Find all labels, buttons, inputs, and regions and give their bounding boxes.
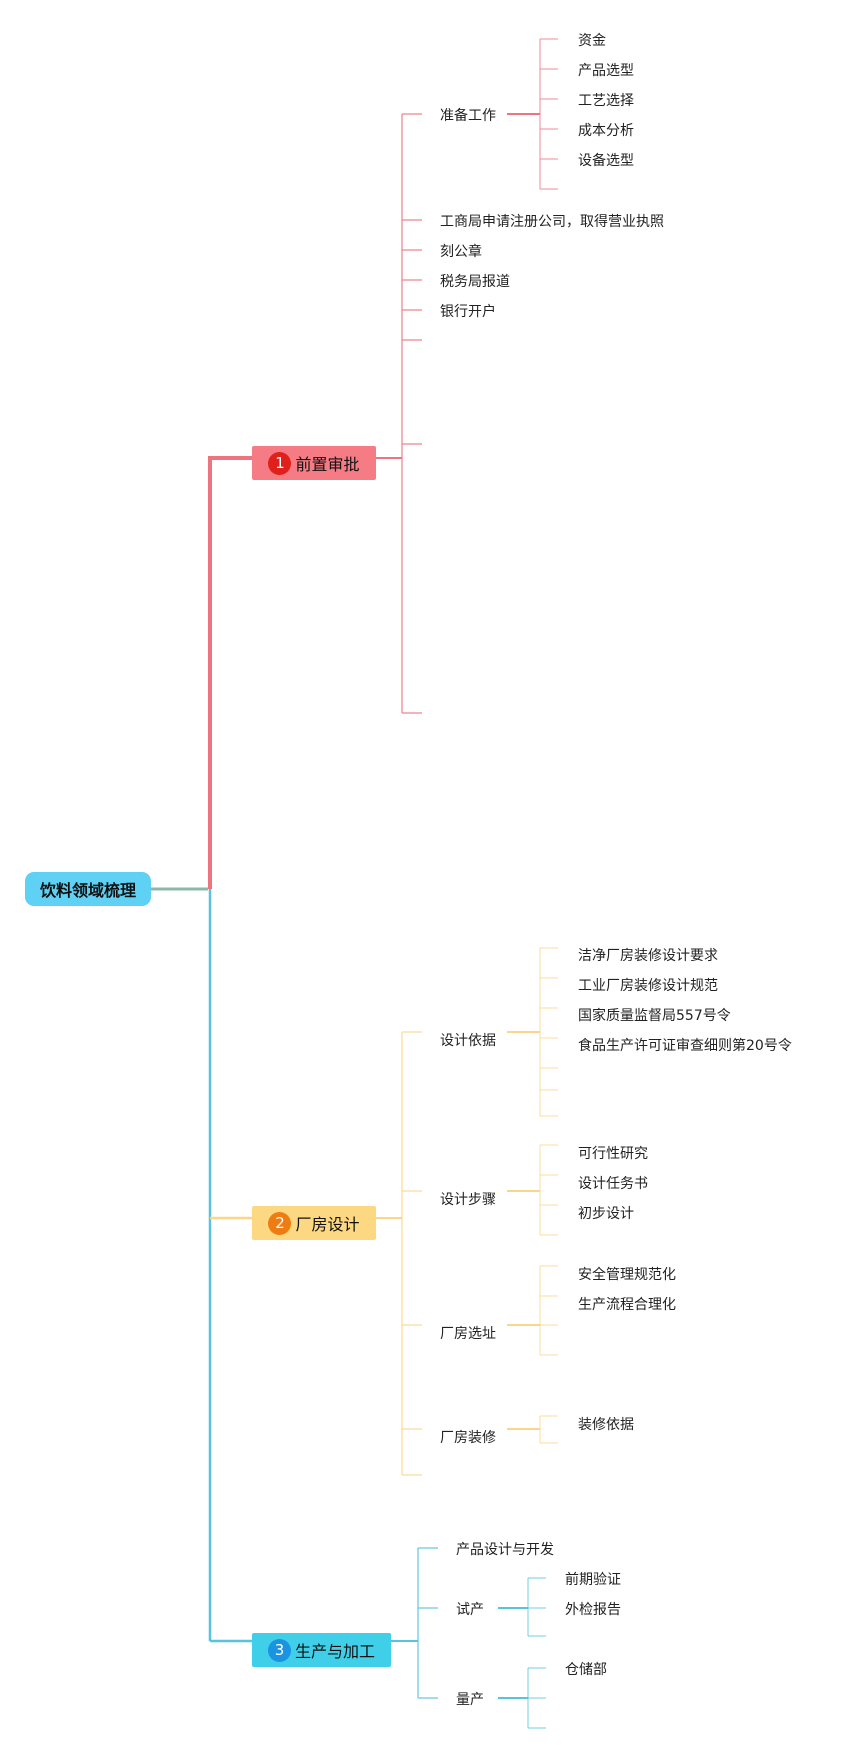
subtopic-equipment-selection[interactable]: 设备选型 — [578, 153, 634, 169]
branch-label-1: 前置审批 — [295, 455, 360, 474]
subtopic-process-selection[interactable]: 工艺选择 — [578, 93, 634, 109]
topic-preparation[interactable]: 准备工作 — [440, 108, 496, 124]
subtopic-preliminary-design[interactable]: 初步设计 — [578, 1206, 634, 1222]
subtopic-production-flow[interactable]: 生产流程合理化 — [578, 1297, 676, 1313]
topic-bank-account[interactable]: 银行开户 — [440, 304, 496, 320]
root-node[interactable]: 饮料领域梳理 — [25, 872, 151, 906]
subtopic-safety-management[interactable]: 安全管理规范化 — [578, 1267, 676, 1283]
branch-node-3[interactable]: 3 生产与加工 — [252, 1633, 391, 1667]
branch-node-1[interactable]: 1 前置审批 — [252, 446, 376, 480]
subtopic-funds[interactable]: 资金 — [578, 33, 606, 49]
topic-business-registration[interactable]: 工商局申请注册公司，取得营业执照 — [440, 214, 664, 230]
topic-tax-registration[interactable]: 税务局报道 — [440, 274, 510, 290]
subtopic-renovation-basis[interactable]: 装修依据 — [578, 1417, 634, 1433]
subtopic-industrial-plant-spec[interactable]: 工业厂房装修设计规范 — [578, 978, 718, 994]
subtopic-order-557[interactable]: 国家质量监督局557号令 — [578, 1008, 731, 1024]
badge-2: 2 — [268, 1211, 292, 1235]
topic-design-basis[interactable]: 设计依据 — [440, 1033, 496, 1049]
branch-node-2[interactable]: 2 厂房设计 — [252, 1206, 376, 1240]
subtopic-order-20[interactable]: 食品生产许可证审查细则第20号令 — [578, 1038, 792, 1054]
subtopic-cost-analysis[interactable]: 成本分析 — [578, 123, 634, 139]
topic-trial-production[interactable]: 试产 — [456, 1602, 484, 1618]
subtopic-warehouse[interactable]: 仓储部 — [565, 1662, 607, 1678]
topic-official-seal[interactable]: 刻公章 — [440, 244, 482, 260]
topic-design-steps[interactable]: 设计步骤 — [440, 1192, 496, 1208]
branch-label-2: 厂房设计 — [295, 1215, 360, 1234]
topic-renovation[interactable]: 厂房装修 — [440, 1430, 496, 1446]
subtopic-clean-room-requirements[interactable]: 洁净厂房装修设计要求 — [578, 948, 718, 964]
branch-label-3: 生产与加工 — [294, 1642, 375, 1661]
topic-site-selection[interactable]: 厂房选址 — [440, 1326, 496, 1342]
subtopic-design-brief[interactable]: 设计任务书 — [578, 1176, 648, 1192]
subtopic-product-selection[interactable]: 产品选型 — [578, 63, 634, 79]
topic-product-design[interactable]: 产品设计与开发 — [456, 1542, 554, 1558]
subtopic-external-report[interactable]: 外检报告 — [565, 1602, 621, 1618]
subtopic-early-validation[interactable]: 前期验证 — [565, 1572, 621, 1588]
badge-1: 1 — [268, 451, 292, 475]
subtopic-feasibility-study[interactable]: 可行性研究 — [578, 1146, 648, 1162]
badge-3: 3 — [267, 1638, 291, 1662]
topic-mass-production[interactable]: 量产 — [456, 1692, 484, 1708]
